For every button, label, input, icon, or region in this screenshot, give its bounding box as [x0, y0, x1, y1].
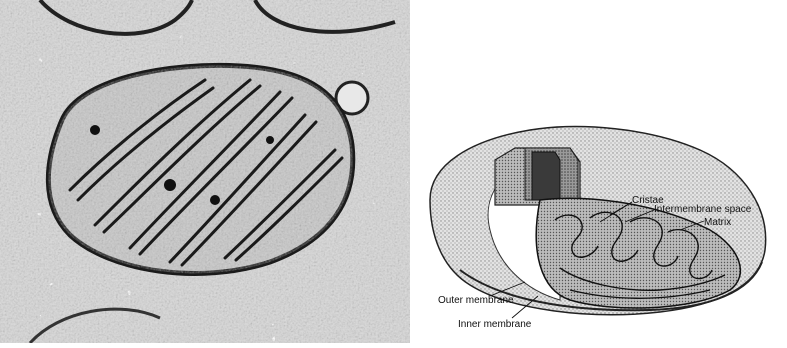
mitochondrion-diagram: Cristae Intermembrane space Matrix Outer…	[420, 0, 787, 343]
label-intermembrane-space: Intermembrane space	[654, 204, 752, 215]
label-inner-membrane: Inner membrane	[458, 319, 532, 330]
micrograph-image	[0, 0, 410, 343]
label-matrix: Matrix	[704, 217, 731, 228]
mitochondrion-cutaway-drawing: Cristae Intermembrane space Matrix Outer…	[420, 0, 787, 343]
label-outer-membrane: Outer membrane	[438, 295, 514, 306]
mitochondrion-micrograph	[0, 0, 410, 343]
